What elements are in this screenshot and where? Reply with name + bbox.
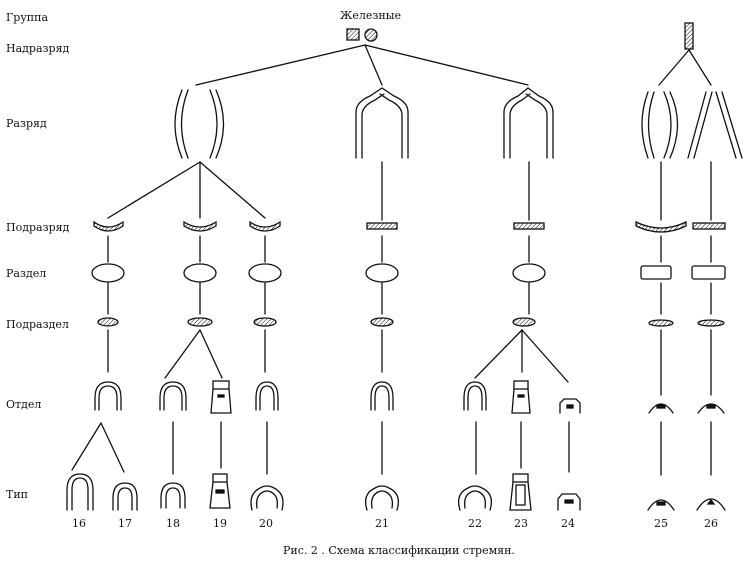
figure-caption: Рис. 2 . Схема классификации стремян.	[283, 544, 515, 557]
type-number: 24	[561, 517, 575, 530]
mid-vertical-lines	[107, 235, 712, 315]
otdel-stirrup-21	[370, 381, 394, 411]
top-branch-lines	[195, 44, 712, 86]
otdel-stirrup-20	[255, 381, 279, 411]
razryad-shape-5	[687, 91, 743, 159]
type-number: 17	[118, 517, 132, 530]
tip-stirrup-18	[160, 482, 186, 509]
tip-stirrup-16	[66, 473, 94, 511]
otdel-to-tip-lines	[71, 421, 712, 476]
type-number: 21	[375, 517, 389, 530]
podrazryad-marks	[93, 220, 726, 233]
type-number: 20	[259, 517, 273, 530]
razryad-shape-2	[355, 87, 409, 159]
tip-stirrup-20	[250, 485, 284, 511]
otdel-stirrup-23	[511, 380, 531, 414]
razdel-shapes	[91, 263, 726, 283]
razryad-shape-3	[503, 87, 554, 159]
tip-stirrup-19	[209, 473, 231, 509]
tip-stirrup-24	[557, 493, 581, 511]
type-number: 26	[704, 517, 718, 530]
razryad-shape-4	[641, 91, 679, 159]
hatched-bar-icon	[684, 22, 694, 50]
otdel-stirrup-22	[463, 381, 487, 411]
podrazdel-marks	[97, 317, 725, 327]
level-label-razdel: Раздел	[6, 267, 47, 280]
hatched-circle-icon	[364, 28, 378, 42]
podrazdel-to-otdel-lines	[107, 329, 712, 396]
tip-stirrup-23	[509, 473, 532, 511]
tip-stirrup-22	[457, 485, 493, 511]
razryad-to-podrazryad-lines	[107, 161, 712, 221]
level-label-nadrazryad: Надразряд	[6, 42, 70, 55]
type-number: 22	[468, 517, 482, 530]
tip-stirrup-25	[647, 499, 675, 511]
razryad-shape-1	[174, 89, 225, 159]
tip-stirrup-17	[112, 482, 138, 511]
tip-stirrup-21	[364, 485, 400, 511]
type-number: 18	[166, 517, 180, 530]
level-label-podrazdel: Подраздел	[6, 318, 69, 331]
group-title: Железные	[340, 9, 401, 22]
otdel-stirrup-24	[559, 398, 581, 414]
level-label-gruppa: Группа	[6, 11, 49, 24]
otdel-stirrup-25	[648, 403, 674, 414]
group-iron-symbols	[346, 22, 694, 50]
level-label-tip: Тип	[6, 488, 28, 501]
hatched-square-icon	[346, 28, 360, 41]
otdel-stirrup-19	[210, 380, 232, 414]
type-number: 25	[654, 517, 668, 530]
level-label-podrazryad: Подразряд	[6, 221, 70, 234]
otdel-stirrup-16-17	[94, 381, 122, 411]
tip-stirrup-26	[696, 498, 726, 511]
otdel-stirrup-26	[697, 403, 725, 414]
type-number: 19	[213, 517, 227, 530]
otdel-stirrup-18	[159, 381, 187, 411]
level-label-otdel: Отдел	[6, 398, 42, 411]
type-number: 16	[72, 517, 86, 530]
level-label-razryad: Разряд	[6, 117, 47, 130]
type-number: 23	[514, 517, 528, 530]
